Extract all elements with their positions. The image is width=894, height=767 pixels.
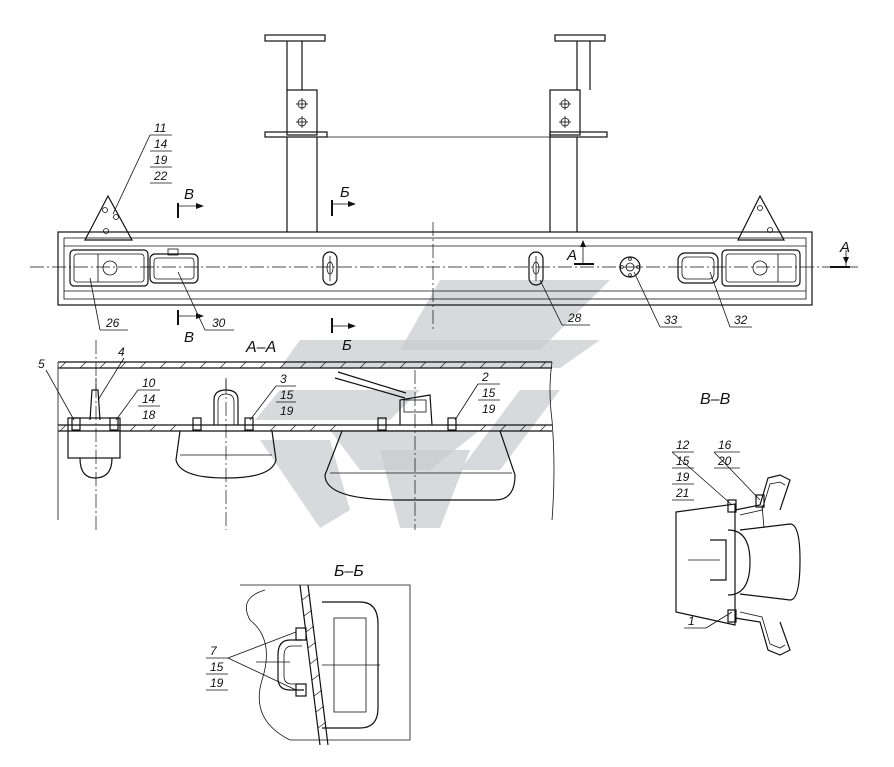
callout-11-3: 19: [154, 153, 168, 167]
callout-10-3: 18: [142, 408, 156, 422]
callout-16-2: 20: [717, 454, 732, 468]
section-mark-a-left: А: [566, 247, 577, 264]
callout-16-1: 16: [718, 438, 732, 452]
callout-11-2: 14: [154, 137, 168, 151]
callout-10-1: 10: [142, 376, 156, 390]
section-title-b-b: Б–Б: [334, 563, 364, 580]
callout-3-2: 15: [280, 388, 294, 402]
callout-12-1: 12: [676, 438, 690, 452]
section-mark-b-bottom: Б: [342, 337, 352, 354]
callout-7-1: 7: [210, 644, 218, 658]
callout-10-2: 14: [142, 392, 156, 406]
callout-3-1: 3: [280, 372, 287, 386]
callout-33: 33: [664, 313, 678, 327]
section-title-a-a: А–А: [245, 339, 276, 356]
section-mark-a-right: А: [839, 239, 850, 256]
callout-4: 4: [118, 345, 125, 359]
callout-1: 1: [688, 614, 695, 628]
callout-12-3: 19: [676, 470, 690, 484]
callout-28: 28: [567, 311, 582, 325]
section-mark-v-top: В: [184, 186, 194, 203]
callout-7-3: 19: [210, 676, 224, 690]
callout-3-3: 19: [280, 404, 294, 418]
callout-2-2: 15: [482, 386, 496, 400]
callout-7-2: 15: [210, 660, 224, 674]
top-view: [30, 34, 860, 333]
callout-5: 5: [38, 357, 45, 371]
callout-2-1: 2: [481, 370, 489, 384]
callout-30: 30: [212, 316, 226, 330]
section-b-b: [206, 584, 411, 746]
callout-26: 26: [105, 316, 120, 330]
callout-32: 32: [734, 313, 748, 327]
callout-11-4: 22: [153, 169, 168, 183]
callout-2-3: 19: [482, 402, 496, 416]
section-v-v: [671, 451, 801, 656]
section-mark-v-bottom: В: [184, 329, 194, 346]
watermark-logo: [255, 280, 610, 528]
callout-12-4: 21: [675, 486, 689, 500]
section-a-a: [45, 340, 555, 530]
section-mark-b-top: Б: [340, 184, 350, 201]
callout-12-2: 15: [676, 454, 690, 468]
section-title-v-v: В–В: [700, 391, 731, 408]
callout-11-1: 11: [154, 121, 166, 135]
